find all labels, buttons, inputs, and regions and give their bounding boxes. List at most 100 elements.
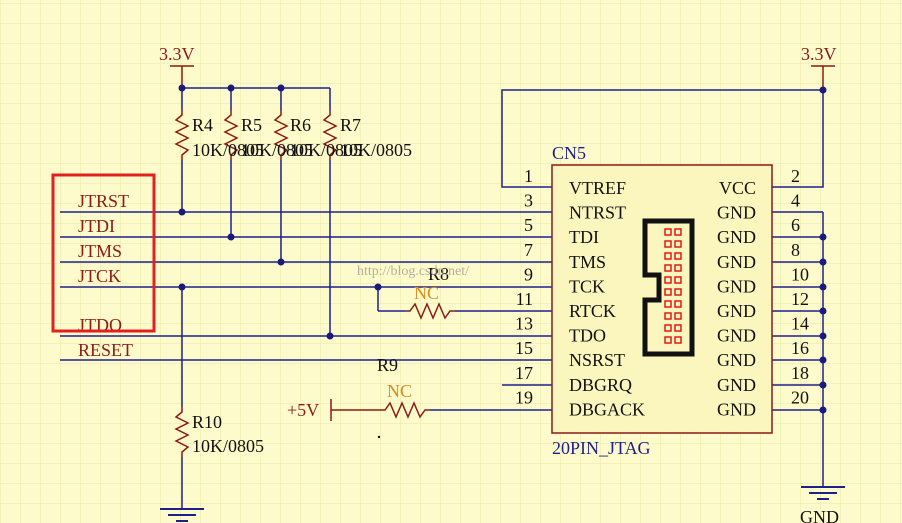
connector-left-pins: 1VTREF3NTRST5TDI7TMS9TCK11RTCK13TDO15NSR… [515,166,645,419]
pin-number-right: 18 [791,363,809,383]
pin-name-right: GND [717,350,756,370]
resistor-r8-symbol [405,302,455,320]
r9-value: NC [387,381,412,401]
pin-name-left: NSRST [569,350,625,370]
pin-number-right: 6 [791,215,800,235]
header-pin [664,264,672,272]
pin-number-right: 20 [791,387,809,407]
header-pin [674,312,682,320]
header-pin [664,228,672,236]
r4-designator: R4 [192,115,213,135]
header-pin [674,228,682,236]
pin-name-left: DBGRQ [569,375,632,395]
r8-designator: R8 [428,264,449,284]
pin-number-right: 2 [791,166,800,186]
pin-number-right: 8 [791,240,800,260]
pin-number-left: 11 [516,289,533,309]
resistor-r5-symbol [223,110,239,160]
header-pin [664,288,672,296]
power-3v3-left-label: 3.3V [159,44,195,64]
junction-dots [178,84,827,414]
pin-name-left: TDI [569,227,599,247]
pin-name-right: GND [717,399,756,419]
pin-name-left: TCK [569,276,605,296]
header-pin [664,252,672,260]
power-3v3-right-label: 3.3V [801,44,837,64]
r6-value: 10K/0805 [290,140,362,160]
vtref-vcc-loop-wire [501,89,824,188]
net-label-jtms: JTMS [78,241,122,261]
resistor-r4-symbol [174,110,190,160]
header-pin [664,312,672,320]
r8-value: NC [414,283,439,303]
pin-number-right: 4 [791,191,800,211]
pin-name-right: GND [717,276,756,296]
power-port-3v3-right [811,65,835,90]
pin-name-right: GND [717,252,756,272]
power-port-5v [330,399,380,421]
pin-number-left: 3 [524,191,533,211]
resistor-r6-symbol [273,110,289,160]
pin-number-left: 15 [515,338,533,358]
pin-name-left: VTREF [569,178,626,198]
header-pin [664,240,672,248]
header-pin [664,300,672,308]
pullup-drop-wires [181,160,331,336]
r7-value: 10K/0805 [340,140,412,160]
pin-number-left: 5 [524,215,533,235]
pin-number-left: 17 [515,363,533,383]
r5-designator: R5 [241,115,262,135]
pin-name-right: GND [717,375,756,395]
pin-number-right: 16 [791,338,809,358]
pin-number-left: 7 [524,240,533,260]
connector-designator: CN5 [552,143,586,163]
header-pin [674,252,682,260]
pin-number-right: 14 [791,314,809,334]
resistor-r9-symbol [380,401,430,419]
header-pin [674,324,682,332]
r9-designator: R9 [377,355,398,375]
r6-designator: R6 [290,115,311,135]
r10-value: 10K/0805 [192,436,264,456]
pin-number-left: 1 [524,166,533,186]
pin-number-left: 19 [515,387,533,407]
watermark-text: http://blog.csdn.net/ [357,264,469,279]
pin-name-right: VCC [719,178,756,198]
header-pin [674,264,682,272]
pin-name-left: NTRST [569,203,626,223]
pin-number-left: 9 [524,264,533,284]
r4-value: 10K/0805 [192,140,264,160]
vcc-rail-wire [181,87,331,110]
header-pin [674,276,682,284]
power-port-3v3-left [170,65,194,88]
power-5v-label: +5V [287,400,319,420]
header-pin [674,288,682,296]
header-pin [664,324,672,332]
pin-number-right: 12 [791,289,809,309]
net-label-jtrst: JTRST [78,191,129,211]
r5-value: 10K/0805 [241,140,313,160]
pin-name-right: GND [717,326,756,346]
net-label-jtck: JTCK [78,266,121,286]
resistor-r10-symbol [174,407,190,457]
pin-name-right: GND [717,227,756,247]
ground-symbol-right [801,486,845,500]
highlight-box [51,173,156,333]
header-pin [674,300,682,308]
pin-number-right: 10 [791,264,809,284]
net-label-reset: RESET [78,340,133,360]
net-label-jtdi: JTDI [78,216,115,236]
stray-dot [377,435,381,439]
gnd-label: GND [800,507,839,523]
header-pin [674,336,682,344]
pin-name-right: GND [717,301,756,321]
gnd-bus-wire [772,211,824,487]
resistor-r7-symbol [322,110,338,160]
pin-number-left: 13 [515,314,533,334]
pin-name-left: DBGACK [569,399,645,419]
header-pin-grid [664,228,682,344]
connector-right-pins: 2VCC4GND6GND8GND10GND12GND14GND16GND18GN… [717,166,809,419]
header-pin [664,336,672,344]
pin-name-left: TMS [569,252,606,272]
